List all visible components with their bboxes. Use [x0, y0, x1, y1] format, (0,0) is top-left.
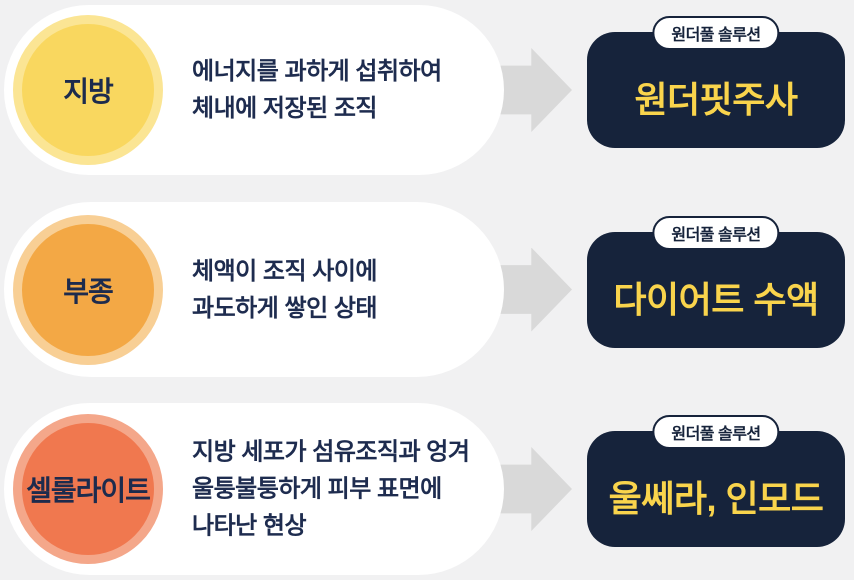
description-line: 나타난 현상 — [192, 512, 307, 540]
solution-badge: 원더풀 솔루션 — [652, 415, 780, 449]
solution-card: 원더풀 솔루션 다이어트 수액 — [587, 215, 845, 348]
problem-circle: 셀룰라이트 — [13, 414, 163, 564]
solution-name: 원더핏주사 — [634, 79, 798, 120]
problem-description: 에너지를 과하게 섭취하여 체내에 저장된 조직 — [192, 53, 442, 127]
description-line: 체내에 저장된 조직 — [192, 95, 377, 122]
right-arrow-icon — [498, 48, 572, 132]
solution-badge-label: 원더풀 솔루션 — [671, 426, 761, 443]
problem-card: 지방 에너지를 과하게 섭취하여 체내에 저장된 조직 — [4, 5, 504, 175]
row-cellulite: 셀룰라이트 지방 세포가 섬유조직과 엉겨 울퉁불퉁하게 피부 표면에 나타난 … — [0, 403, 854, 575]
solution-badge: 원더풀 솔루션 — [652, 215, 780, 250]
problem-description: 체액이 조직 사이에 과도하게 쌓인 상태 — [192, 253, 377, 327]
solution-name: 울쎄라, 인모드 — [608, 478, 824, 519]
problem-title: 셀룰라이트 — [26, 475, 151, 506]
problem-description: 지방 세포가 섬유조직과 엉겨 울퉁불퉁하게 피부 표면에 나타난 현상 — [192, 434, 470, 545]
solution-card: 원더풀 솔루션 원더핏주사 — [587, 16, 845, 148]
solution-badge: 원더풀 솔루션 — [652, 16, 780, 50]
problem-title: 지방 — [63, 76, 114, 107]
problem-circle: 부종 — [13, 214, 163, 365]
description-line: 체액이 조직 사이에 — [192, 257, 377, 285]
description-line: 지방 세포가 섬유조직과 엉겨 — [192, 438, 470, 466]
description-line: 에너지를 과하게 섭취하여 — [192, 58, 442, 85]
right-arrow-icon — [498, 447, 572, 531]
description-line: 과도하게 쌓인 상태 — [192, 294, 377, 322]
description-line: 울퉁불퉁하게 피부 표면에 — [192, 475, 442, 503]
problem-card: 셀룰라이트 지방 세포가 섬유조직과 엉겨 울퉁불퉁하게 피부 표면에 나타난 … — [4, 403, 504, 575]
solution-badge-label: 원더풀 솔루션 — [671, 27, 761, 44]
problem-circle: 지방 — [13, 15, 163, 165]
row-fat: 지방 에너지를 과하게 섭취하여 체내에 저장된 조직 원더풀 솔루션 원더핏주… — [0, 5, 854, 175]
right-arrow-icon — [498, 247, 572, 332]
solution-card: 원더풀 솔루션 울쎄라, 인모드 — [587, 415, 845, 547]
solution-badge-label: 원더풀 솔루션 — [671, 226, 761, 244]
problem-title: 부종 — [63, 275, 114, 307]
problem-card: 부종 체액이 조직 사이에 과도하게 쌓인 상태 — [4, 202, 504, 377]
solution-name: 다이어트 수액 — [613, 278, 819, 320]
row-edema: 부종 체액이 조직 사이에 과도하게 쌓인 상태 원더풀 솔루션 다이어트 수액 — [0, 202, 854, 377]
